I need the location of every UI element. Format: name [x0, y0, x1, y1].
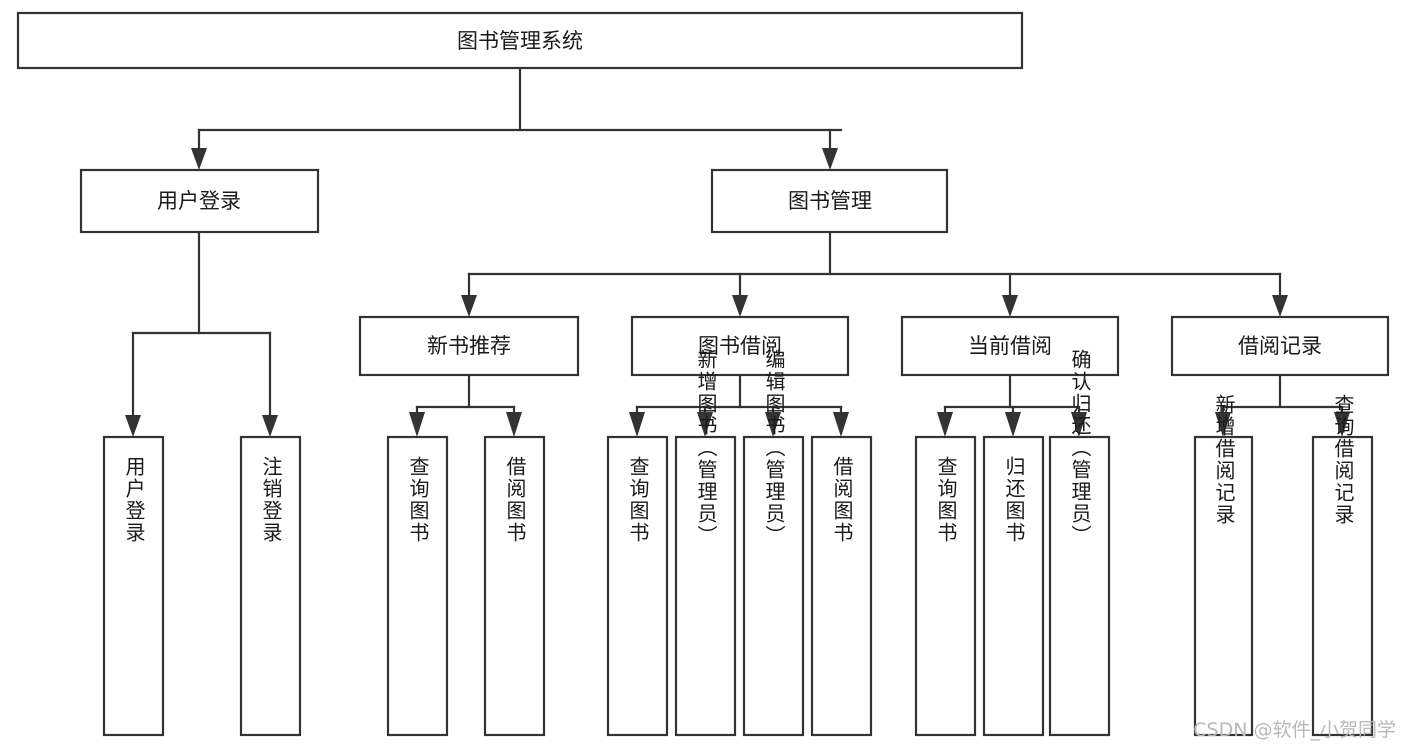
- node-current-borrow-box[interactable]: [900, 315, 1120, 377]
- node-borrow-record-box[interactable]: [1170, 315, 1390, 377]
- arrow-head-book-borrow: [732, 295, 748, 317]
- node-leaf-query-borrow-record-label: 查询借阅记录: [1331, 394, 1355, 526]
- node-leaf-borrow-book-recommend-box[interactable]: [483, 435, 546, 737]
- arrow-head-leaf-query-borrow-record: [1334, 412, 1350, 437]
- node-current-borrow[interactable]: 当前借阅: [900, 315, 1120, 377]
- node-leaf-borrow-book[interactable]: 借阅图书: [810, 435, 873, 737]
- node-leaf-logout-login[interactable]: 注销登录: [239, 435, 302, 737]
- arrow-head-leaf-edit-book-admin: [765, 412, 781, 437]
- arrow-head-leaf-borrow-book: [833, 412, 849, 437]
- node-leaf-add-book-admin-label: 新增图书（管理员）: [694, 349, 718, 547]
- node-borrow-record-label: 借阅记录: [1238, 334, 1322, 358]
- node-borrow-record[interactable]: 借阅记录: [1170, 315, 1390, 377]
- arrow-head-leaf-confirm-return-admin: [1071, 412, 1087, 437]
- node-root[interactable]: 图书管理系统: [16, 11, 1024, 70]
- node-leaf-user-login-box[interactable]: [102, 435, 165, 737]
- node-leaf-confirm-return-admin[interactable]: 确认归还（管理员）: [1048, 349, 1111, 737]
- node-user-login-box[interactable]: [79, 168, 320, 234]
- node-leaf-query-book-recommend-label: 查询图书: [406, 456, 430, 544]
- node-leaf-add-borrow-record-label: 新增借阅记录: [1212, 394, 1236, 526]
- arrow-head-leaf-user-login: [125, 415, 141, 437]
- node-new-book-recommend-label: 新书推荐: [427, 334, 511, 358]
- node-leaf-query-book-borrow[interactable]: 查询图书: [606, 435, 669, 737]
- node-root-label: 图书管理系统: [457, 29, 583, 53]
- csdn-watermark: CSDN @软件_小贺同学: [1193, 719, 1396, 741]
- node-leaf-confirm-return-admin-box[interactable]: [1048, 435, 1111, 737]
- node-leaf-return-book-label: 归还图书: [1002, 456, 1026, 544]
- node-leaf-logout-login-box[interactable]: [239, 435, 302, 737]
- arrow-head-leaf-return-book: [1005, 412, 1021, 437]
- node-leaf-add-book-admin-box[interactable]: [674, 435, 737, 737]
- arrow-head-borrow-record: [1272, 295, 1288, 317]
- node-new-book-recommend-box[interactable]: [358, 315, 580, 377]
- node-leaf-edit-book-admin[interactable]: 编辑图书（管理员）: [742, 349, 805, 737]
- node-book-borrow[interactable]: 图书借阅: [630, 315, 850, 377]
- node-book-borrow-label: 图书借阅: [698, 334, 782, 358]
- arrow-head-leaf-query-book-borrow: [629, 412, 645, 437]
- node-book-management-box[interactable]: [710, 168, 949, 234]
- node-user-login[interactable]: 用户登录: [79, 168, 320, 234]
- node-leaf-edit-book-admin-box[interactable]: [742, 435, 805, 737]
- node-leaf-query-borrow-record[interactable]: 查询借阅记录: [1311, 394, 1374, 737]
- node-leaf-query-borrow-record-box[interactable]: [1311, 435, 1374, 737]
- node-leaf-query-book-current-box[interactable]: [914, 435, 977, 737]
- node-book-management-label: 图书管理: [788, 189, 872, 213]
- node-leaf-logout-login-label: 注销登录: [259, 456, 283, 544]
- node-leaf-borrow-book-recommend-label: 借阅图书: [503, 456, 527, 544]
- node-leaf-query-book-current-label: 查询图书: [934, 456, 958, 544]
- arrow-head-leaf-query-book-current: [937, 412, 953, 437]
- node-leaf-user-login-label: 用户登录: [122, 456, 146, 544]
- node-user-login-label: 用户登录: [157, 189, 241, 213]
- node-leaf-query-book-recommend-box[interactable]: [386, 435, 449, 737]
- node-leaf-add-book-admin[interactable]: 新增图书（管理员）: [674, 349, 737, 737]
- arrow-head-leaf-add-book-admin: [697, 412, 713, 437]
- connector-layer: [125, 66, 1350, 437]
- node-leaf-return-book[interactable]: 归还图书: [982, 435, 1045, 737]
- node-leaf-confirm-return-admin-label: 确认归还（管理员）: [1068, 349, 1092, 547]
- arrow-head-user-login: [191, 148, 207, 170]
- arrow-head-book-management: [822, 148, 838, 170]
- node-leaf-query-book-current[interactable]: 查询图书: [914, 435, 977, 737]
- node-leaf-query-book-borrow-box[interactable]: [606, 435, 669, 737]
- node-leaf-query-book-borrow-label: 查询图书: [626, 456, 650, 544]
- node-leaf-borrow-book-label: 借阅图书: [830, 456, 854, 544]
- arrow-head-current-borrow: [1002, 295, 1018, 317]
- node-leaf-user-login[interactable]: 用户登录: [102, 435, 165, 737]
- arrow-head-leaf-logout-login: [262, 415, 278, 437]
- node-book-management[interactable]: 图书管理: [710, 168, 949, 234]
- node-root-box[interactable]: [16, 11, 1024, 70]
- node-current-borrow-label: 当前借阅: [968, 334, 1052, 358]
- arrow-head-new-book-recommend: [461, 295, 477, 317]
- arrow-head-leaf-add-borrow-record: [1215, 412, 1231, 437]
- node-leaf-add-borrow-record[interactable]: 新增借阅记录: [1193, 394, 1254, 737]
- node-leaf-return-book-box[interactable]: [982, 435, 1045, 737]
- arrow-head-leaf-query-book-recommend: [409, 412, 425, 437]
- node-leaf-add-borrow-record-box[interactable]: [1193, 435, 1254, 737]
- node-leaf-query-book-recommend[interactable]: 查询图书: [386, 435, 449, 737]
- node-leaf-borrow-book-recommend[interactable]: 借阅图书: [483, 435, 546, 737]
- node-leaf-borrow-book-box[interactable]: [810, 435, 873, 737]
- node-new-book-recommend[interactable]: 新书推荐: [358, 315, 580, 377]
- node-book-borrow-box[interactable]: [630, 315, 850, 377]
- node-leaf-edit-book-admin-label: 编辑图书（管理员）: [762, 349, 786, 547]
- arrow-head-leaf-borrow-book-recommend: [506, 412, 522, 437]
